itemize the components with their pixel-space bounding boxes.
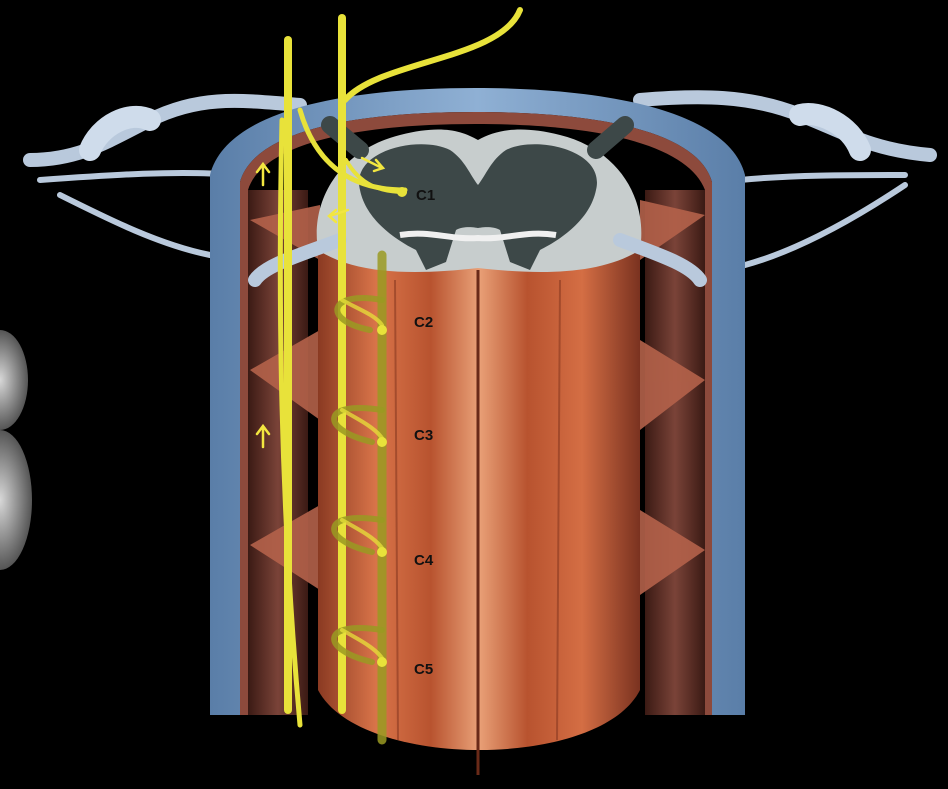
segment-label-c4: C4 — [414, 552, 434, 569]
segment-node-c2 — [377, 325, 387, 335]
segment-label-c2: C2 — [414, 314, 433, 331]
segment-node-c4 — [377, 547, 387, 557]
segment-label-c5: C5 — [414, 661, 433, 678]
segment-node-c1 — [397, 187, 407, 197]
segment-label-c3: C3 — [414, 427, 433, 444]
segment-node-c5 — [377, 657, 387, 667]
segment-label-c1: C1 — [416, 187, 435, 204]
segment-node-c3 — [377, 437, 387, 447]
